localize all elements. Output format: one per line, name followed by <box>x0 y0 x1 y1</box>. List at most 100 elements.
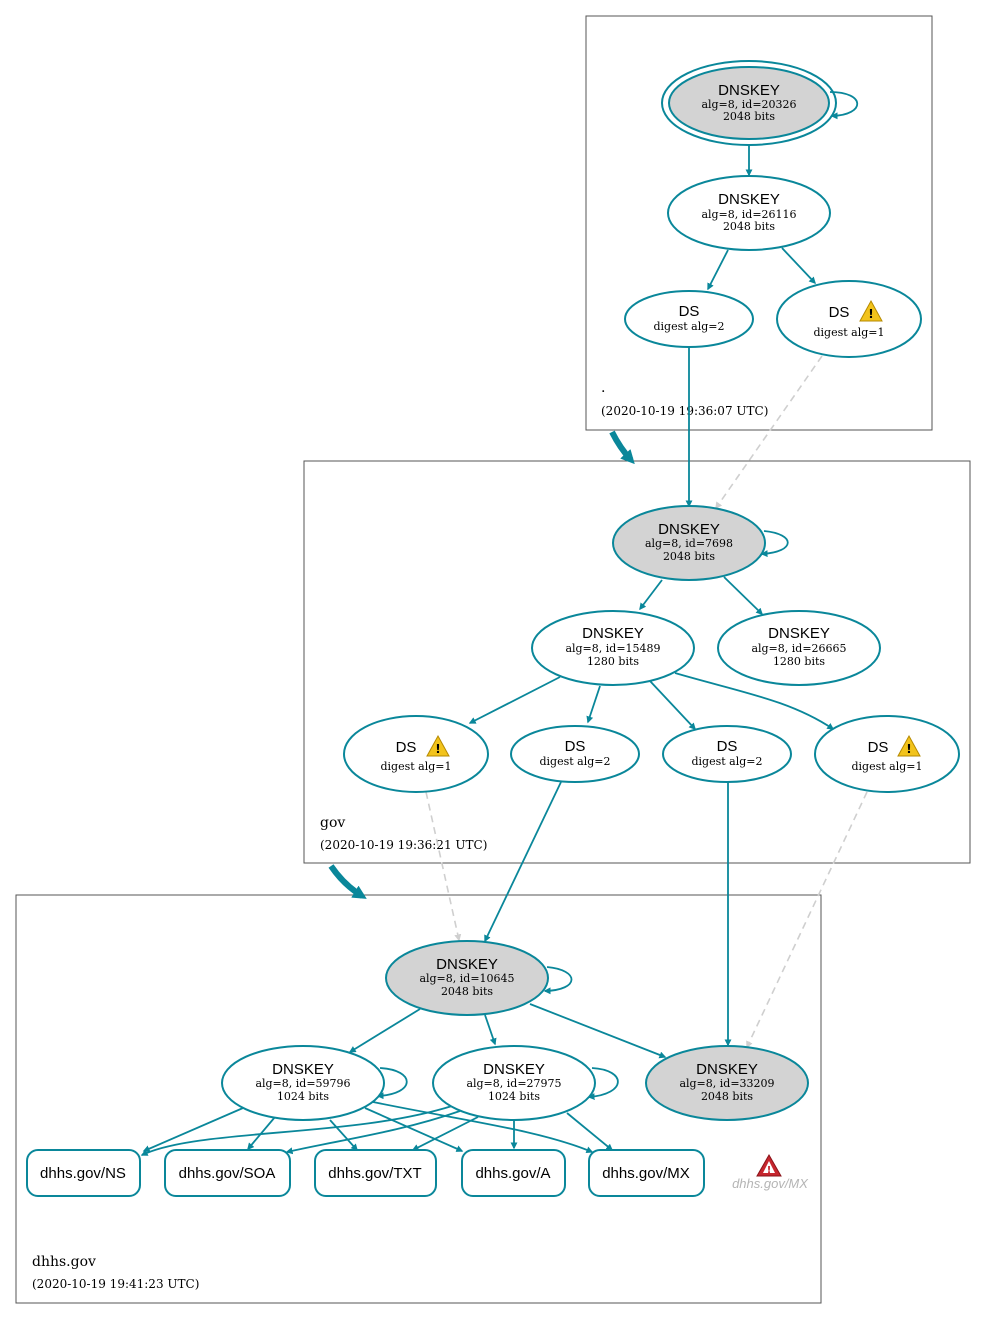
edge-zsk2-to-mx <box>566 1112 614 1151</box>
dhhs-zsk-27975-node[interactable]: DNSKEY alg=8, id=27975 1024 bits <box>432 1045 596 1121</box>
edge-dhhs-zsk2-self <box>587 1067 619 1101</box>
root-ds-alg1-node[interactable]: DS ! digest alg=1 <box>776 280 922 358</box>
zone-gov-box <box>303 460 971 864</box>
gov-ds-a-title: DS <box>396 739 417 756</box>
delegation-gov-to-dhhs <box>328 864 367 899</box>
rrset-ns-box <box>26 1149 141 1197</box>
root-zsk-node[interactable]: DNSKEY alg=8, id=26116 2048 bits <box>667 175 831 251</box>
error-rrset-mx[interactable]: ! dhhs.gov/MX <box>732 1153 809 1191</box>
rrset-a[interactable]: dhhs.gov/A <box>461 1149 566 1197</box>
root-ds-alg2-node[interactable]: DS digest alg=2 <box>624 290 754 348</box>
root-ds-alg2-shape <box>624 290 754 348</box>
rrset-ns-label: dhhs.gov/NS <box>40 1165 126 1182</box>
root-ds-alg1-shape <box>776 280 922 358</box>
root-zsk-alg: alg=8, id=26116 <box>701 208 796 221</box>
rrset-soa-box <box>164 1149 291 1197</box>
rrset-soa-label: dhhs.gov/SOA <box>179 1165 276 1182</box>
root-zsk-bits: 2048 bits <box>723 220 775 233</box>
root-ds-alg2-title: DS <box>679 303 700 320</box>
edge-gov-ds-a-to-dhhs-ksk <box>425 791 462 942</box>
rrset-mx-box <box>588 1149 705 1197</box>
edge-zsk2-to-txt <box>411 1116 479 1151</box>
gov-zsk-26665-bits: 1280 bits <box>773 655 825 668</box>
dhhs-zsk-59796-shape <box>221 1045 385 1121</box>
gov-zsk-26665-node[interactable]: DNSKEY alg=8, id=26665 1280 bits <box>717 610 881 686</box>
warning-icon: ! <box>859 299 883 322</box>
dhhs-ksk-node[interactable]: DNSKEY alg=8, id=10645 2048 bits <box>385 940 549 1016</box>
root-zsk-title: DNSKEY <box>718 191 780 208</box>
zone-root: . (2020-10-19 19:36:07 UTC) <box>585 15 933 431</box>
edge-zsk1-to-a <box>364 1107 464 1152</box>
edge-zsk2-to-ns <box>140 1105 453 1156</box>
zone-root-box <box>585 15 933 431</box>
dhhs-zsk-59796-node[interactable]: DNSKEY alg=8, id=59796 1024 bits <box>221 1045 385 1121</box>
svg-text:!: ! <box>435 742 440 756</box>
dhhs-zsk-27975-alg: alg=8, id=27975 <box>466 1077 561 1090</box>
warning-icon: ! <box>426 734 450 757</box>
gov-ds-d-digest: digest alg=1 <box>851 760 922 773</box>
edge-gov-ksk-self <box>760 530 789 558</box>
edge-zsk1-to-mx <box>372 1101 594 1154</box>
rrset-mx-label: dhhs.gov/MX <box>602 1165 690 1182</box>
edge-zsk2-to-soa <box>285 1110 461 1155</box>
gov-ds-b-digest: digest alg=2 <box>539 755 610 768</box>
rrset-mx[interactable]: dhhs.gov/MX <box>588 1149 705 1197</box>
rrset-soa[interactable]: dhhs.gov/SOA <box>164 1149 291 1197</box>
dhhs-zsk-59796-bits: 1024 bits <box>277 1090 329 1103</box>
edge-zsk1-to-txt <box>329 1119 358 1152</box>
root-ksk-alg: alg=8, id=20326 <box>701 98 796 111</box>
zone-gov: gov (2020-10-19 19:36:21 UTC) <box>303 460 971 864</box>
gov-ds-b-title: DS <box>565 738 586 755</box>
dhhs-key-33209-title: DNSKEY <box>696 1061 758 1078</box>
gov-zsk-26665-alg: alg=8, id=26665 <box>751 642 846 655</box>
root-ksk-bits: 2048 bits <box>723 110 775 123</box>
edge-gov-zsk1-to-ds-d <box>674 672 835 730</box>
gov-ksk-node[interactable]: DNSKEY alg=8, id=7698 2048 bits <box>612 505 766 581</box>
error-rrset-mx-label: dhhs.gov/MX <box>732 1176 809 1191</box>
dhhs-zsk-27975-bits: 1024 bits <box>488 1090 540 1103</box>
dhhs-ksk-shape <box>385 940 549 1016</box>
gov-ds-a-node[interactable]: DS ! digest alg=1 <box>343 715 489 793</box>
edge-gov-ds-b-to-dhhs-ksk <box>484 781 562 943</box>
gov-zsk-26665-title: DNSKEY <box>768 625 830 642</box>
edge-gov-ds-d-to-dhhs-key3 <box>746 791 868 1049</box>
gov-ksk-bits: 2048 bits <box>663 550 715 563</box>
dhhs-key-33209-node[interactable]: DNSKEY alg=8, id=33209 2048 bits <box>645 1045 809 1121</box>
gov-zsk-15489-bits: 1280 bits <box>587 655 639 668</box>
zone-dhhs: dhhs.gov (2020-10-19 19:41:23 UTC) <box>15 894 822 1304</box>
gov-ksk-shape <box>612 505 766 581</box>
edge-dhhs-ksk-to-zsk1 <box>348 1008 421 1053</box>
zone-gov-timestamp: (2020-10-19 19:36:21 UTC) <box>320 838 487 852</box>
edge-dhhs-ksk-to-key3 <box>529 1003 667 1059</box>
dhhs-zsk-27975-title: DNSKEY <box>483 1061 545 1078</box>
gov-ds-d-node[interactable]: DS ! digest alg=1 <box>814 715 960 793</box>
svg-text:!: ! <box>906 742 911 756</box>
rrset-ns[interactable]: dhhs.gov/NS <box>26 1149 141 1197</box>
rrset-txt[interactable]: dhhs.gov/TXT <box>314 1149 437 1197</box>
edge-zsk1-to-ns <box>142 1107 244 1152</box>
rrset-a-label: dhhs.gov/A <box>475 1165 550 1182</box>
edge-gov-ksk-to-zsk1 <box>639 579 663 611</box>
root-ds-alg2-digest: digest alg=2 <box>653 320 724 333</box>
gov-zsk-15489-shape <box>531 610 695 686</box>
dhhs-ksk-alg: alg=8, id=10645 <box>419 972 514 985</box>
gov-ds-c-node[interactable]: DS digest alg=2 <box>662 725 792 783</box>
gov-ksk-alg: alg=8, id=7698 <box>645 537 733 550</box>
warning-icon: ! <box>897 734 921 757</box>
dhhs-ksk-bits: 2048 bits <box>441 985 493 998</box>
gov-ds-c-digest: digest alg=2 <box>691 755 762 768</box>
gov-ds-b-node[interactable]: DS digest alg=2 <box>510 725 640 783</box>
root-ksk-node[interactable]: DNSKEY alg=8, id=20326 2048 bits <box>661 60 837 146</box>
edge-dhhs-zsk1-self <box>376 1067 408 1100</box>
edge-dhhs-ksk-self <box>543 966 573 995</box>
zone-dhhs-timestamp: (2020-10-19 19:41:23 UTC) <box>32 1277 199 1291</box>
edge-root-zsk-to-ds2 <box>707 249 729 291</box>
svg-text:!: ! <box>868 307 873 321</box>
dhhs-ksk-title: DNSKEY <box>436 956 498 973</box>
dhhs-key-33209-alg: alg=8, id=33209 <box>679 1077 774 1090</box>
zone-dhhs-box <box>15 894 822 1304</box>
zone-root-timestamp: (2020-10-19 19:36:07 UTC) <box>601 404 768 418</box>
edge-root-zsk-to-ds1 <box>781 247 816 285</box>
gov-zsk-15489-node[interactable]: DNSKEY alg=8, id=15489 1280 bits <box>531 610 695 686</box>
